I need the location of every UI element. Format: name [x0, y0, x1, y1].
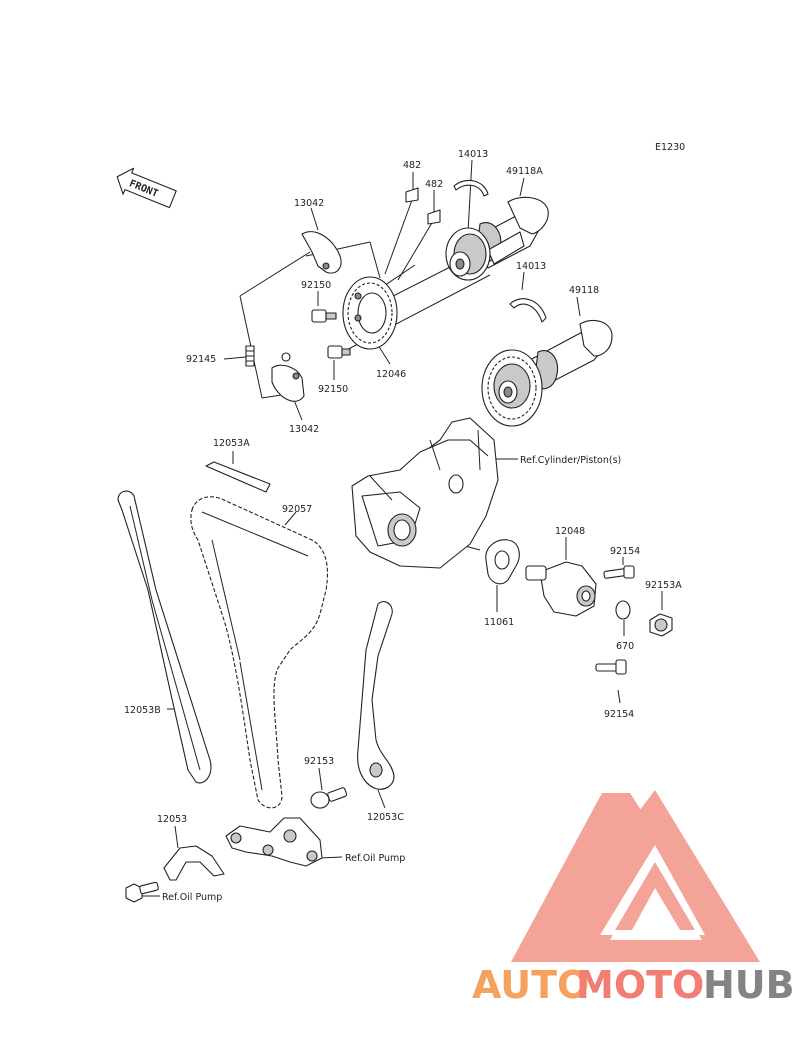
- label-670: 670: [616, 641, 634, 652]
- label-14013-b: 14013: [516, 261, 546, 272]
- label-14013-a: 14013: [458, 149, 488, 160]
- watermark-logo: [511, 790, 760, 962]
- oil-pump-bracket: [225, 817, 323, 867]
- label-92153: 92153: [304, 756, 334, 767]
- cam-chain-92057: [190, 496, 329, 809]
- oring-670: [615, 600, 631, 620]
- guide-12053C: [357, 601, 395, 790]
- diagram-code: E1230: [655, 142, 685, 153]
- label-12046: 12046: [376, 369, 406, 380]
- bolt-92153: [310, 787, 348, 809]
- sprocket-12046: [342, 276, 398, 350]
- label-ref-oil-pump-1: Ref.Oil Pump: [345, 853, 405, 864]
- watermark-text: AUTO MOTO HUB: [472, 963, 795, 1007]
- label-92153A: 92153A: [645, 580, 682, 591]
- label-13042-b: 13042: [289, 424, 319, 435]
- label-92145: 92145: [186, 354, 216, 365]
- label-ref-cylinder-piston: Ref.Cylinder/Piston(s): [520, 455, 621, 466]
- bolt-92150-b: [327, 345, 351, 359]
- cam-sprocket-upper: [445, 227, 491, 281]
- label-11061: 11061: [484, 617, 514, 628]
- seal-14013-lower: [509, 298, 547, 323]
- pin-13042-mid: [281, 352, 291, 362]
- bolt-oil-pump: [125, 881, 159, 903]
- label-12053: 12053: [157, 814, 187, 825]
- guide-12053B-edge: [129, 505, 201, 771]
- label-92154-a: 92154: [610, 546, 640, 557]
- camshaft-49118: [529, 319, 613, 390]
- cap-bolt-92153A: [649, 613, 673, 637]
- label-92150-b: 92150: [318, 384, 348, 395]
- seal-14013-upper: [453, 179, 489, 197]
- label-92154-b: 92154: [604, 709, 634, 720]
- cam-sprocket-lower: [481, 349, 543, 427]
- retainer-482-b: [427, 209, 441, 225]
- label-92150-a: 92150: [301, 280, 331, 291]
- weight-13042-upper: [301, 231, 342, 274]
- watermark-hub: HUB: [703, 963, 795, 1007]
- label-482-b: 482: [425, 179, 443, 190]
- label-13042-a: 13042: [294, 198, 324, 209]
- label-92057: 92057: [282, 504, 312, 515]
- guide-12053C-hole: [369, 762, 383, 778]
- bolt-92154-a: [603, 565, 635, 579]
- label-482-a: 482: [403, 160, 421, 171]
- label-12048: 12048: [555, 526, 585, 537]
- label-ref-oil-pump-2: Ref.Oil Pump: [162, 892, 222, 903]
- watermark-moto: MOTO: [576, 963, 704, 1007]
- pin-13042-upper: [322, 262, 330, 270]
- retainer-482-a: [405, 187, 419, 203]
- bolt-92150-a: [311, 309, 337, 323]
- bolt-92154-b: [595, 659, 627, 675]
- tensioner-12048: [525, 561, 597, 617]
- gasket-hole: [494, 550, 510, 570]
- pin-13042-lower: [292, 372, 300, 380]
- cylinder-head: [351, 417, 499, 569]
- label-12053A: 12053A: [213, 438, 250, 449]
- part-labels: 482 482 14013 49118A 13042 14013 49118 9…: [124, 149, 682, 903]
- label-12053B: 12053B: [124, 705, 161, 716]
- label-49118A: 49118A: [506, 166, 543, 177]
- watermark-auto: AUTO: [472, 963, 589, 1007]
- bracket-12053: [163, 845, 225, 881]
- label-49118: 49118: [569, 285, 599, 296]
- guide-12053A: [205, 461, 271, 493]
- guide-12053B: [117, 490, 212, 784]
- label-12053C: 12053C: [367, 812, 404, 823]
- front-arrow-icon: FRONT: [116, 167, 177, 209]
- spring-92145: [245, 345, 255, 367]
